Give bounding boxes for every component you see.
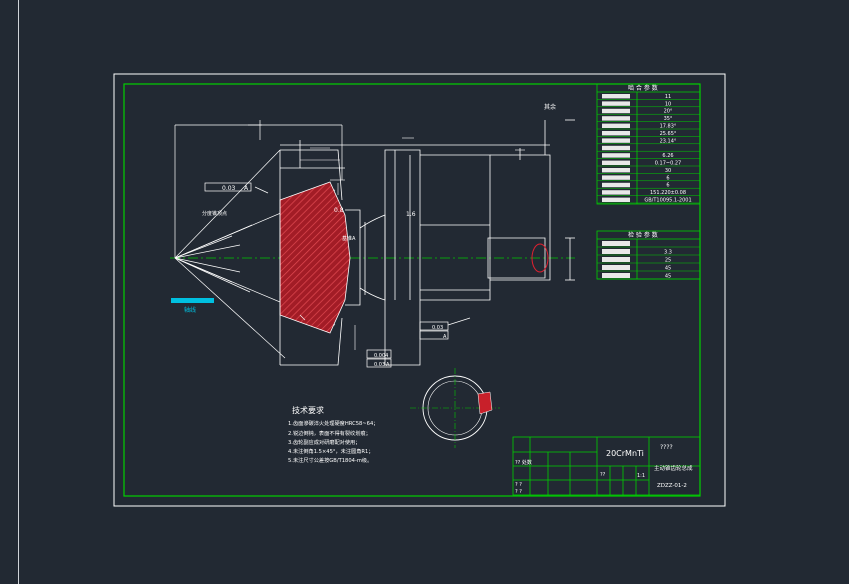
tech-item-3: 3.齿轮副应成对研磨配对使用； (288, 438, 360, 446)
tol-4-value: 0.03 (374, 362, 385, 368)
dimension-lines (299, 137, 525, 350)
meshing-row-label (602, 175, 630, 180)
gear-head (279, 149, 361, 366)
title-qty-2: ? ? (515, 489, 522, 495)
meshing-row-label (602, 197, 630, 202)
roughness-1: 0.8 (334, 207, 344, 214)
center-hole-callout (531, 243, 549, 273)
tech-items: 1.齿面渗碳淬火处理硬度HRC58~64； 2.锐边倒钝，表面不得有裂纹划痕； … (288, 419, 378, 464)
detect-row-value: 45 (665, 274, 671, 280)
tech-item-2: 2.锐边倒钝，表面不得有裂纹划痕； (288, 429, 371, 437)
meshing-row-value: 6 (666, 183, 669, 189)
sheet-border (123, 83, 701, 497)
axis-label-bar (171, 298, 214, 303)
tol-3-value: 0.004 (374, 353, 388, 359)
roughness-other: 其余 (544, 103, 556, 111)
meshing-table-header: 啮 合 参 数 (628, 84, 658, 92)
detect-row-label (602, 257, 630, 262)
meshing-row-label (602, 138, 630, 143)
label-left: 分度锥顶点 (202, 210, 227, 217)
meshing-row-value: 6 (666, 175, 669, 181)
viewport-divider (18, 0, 19, 584)
detect-row-label (602, 241, 630, 246)
meshing-row-label (602, 153, 630, 158)
datum-note: 基准A (342, 235, 356, 242)
title-row-label-1: ?? 处数 (515, 459, 532, 466)
tech-title: 技术要求 (292, 405, 324, 415)
detect-row-label (602, 249, 630, 254)
title-material: 20CrMnTi (606, 449, 644, 458)
meshing-row-value: GB/T10095.1-2001 (644, 198, 691, 204)
detect-table-rows: 3.3 25 45 45 (597, 241, 700, 280)
tech-item-4: 4.未注倒角1.5×45°，未注圆角R1； (288, 447, 374, 455)
tol-2-value: 0.03 (432, 325, 443, 331)
sheet-outer-frame (113, 73, 726, 507)
roughness-2: 1.6 (406, 211, 416, 218)
detect-row-value: 45 (665, 266, 671, 272)
meshing-row-value: 151.220±0.08 (650, 190, 686, 196)
meshing-row-label (602, 101, 630, 106)
meshing-row-value: 10 (665, 101, 671, 107)
title-part-placeholder: ???? (660, 444, 673, 451)
section-view (410, 368, 500, 448)
meshing-row-value: 6.26 (662, 153, 673, 159)
meshing-row-label (602, 160, 630, 165)
meshing-row-value: 11 (665, 94, 671, 100)
title-drawing-name: 主动锥齿轮总成 (654, 464, 693, 472)
meshing-row-label (602, 108, 630, 114)
shaft-profile (280, 119, 575, 366)
tech-item-5: 5.未注尺寸公差按GB/T1804-m级。 (288, 456, 372, 464)
tol-4-ref: A (386, 362, 390, 368)
title-scale: 1:1 (637, 473, 645, 479)
meshing-row-value: 25.65° (660, 131, 677, 137)
meshing-row-label (602, 168, 630, 173)
meshing-row-label (602, 123, 630, 128)
meshing-row-label (602, 182, 630, 188)
title-block (512, 436, 701, 496)
meshing-row-value: 23.14° (660, 138, 677, 144)
detect-row-label (602, 273, 630, 278)
meshing-row-value: 30 (665, 168, 671, 174)
title-drawing-number: ZDZZ-01-2 (657, 483, 687, 489)
meshing-row-value: 20° (664, 109, 673, 115)
meshing-row-value: 35° (664, 116, 673, 122)
detect-row-value: 25 (665, 258, 671, 264)
axis-label-text: 轴线 (184, 306, 196, 314)
meshing-row-label (602, 94, 630, 99)
tech-item-1: 1.齿面渗碳淬火处理硬度HRC58~64； (288, 419, 378, 427)
meshing-row-label (602, 131, 630, 136)
title-row-label-2: ?? (600, 472, 606, 478)
tolerance-frames (204, 182, 471, 368)
meshing-row-value: 17.83° (660, 124, 677, 130)
detect-table-header: 检 验 参 数 (628, 231, 658, 239)
title-qty-1: ? ? (515, 482, 522, 488)
meshing-row-label (602, 145, 630, 151)
meshing-row-value: 0.17~0.27 (655, 161, 681, 167)
tol-1-value: 0.03 (222, 185, 236, 192)
meshing-row-label (602, 116, 630, 121)
tol-1-ref: A (244, 185, 249, 192)
detect-row-label (602, 265, 630, 270)
tol-2-ref: A (443, 334, 447, 340)
meshing-row-label (602, 190, 630, 195)
detect-row-value: 3.3 (664, 250, 672, 256)
